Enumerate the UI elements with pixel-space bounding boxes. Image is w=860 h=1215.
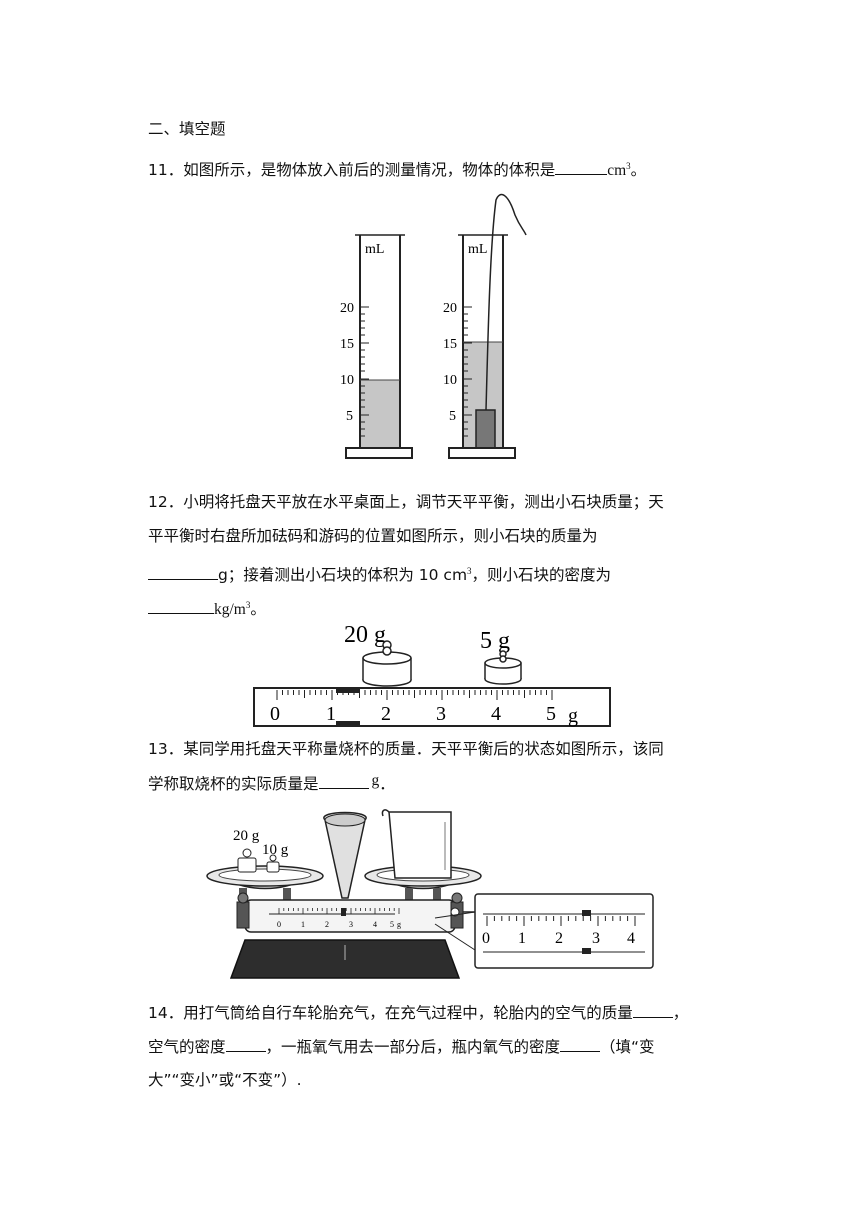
weight-10g-label-13: 10 g <box>262 842 289 858</box>
q12-density-blank[interactable] <box>148 597 214 615</box>
cylinder-before: mL 20 15 10 5 <box>340 234 413 459</box>
q12-line1: 12．小明将托盘天平放在水平桌面上，调节天平平衡，测出小石块质量；天 <box>148 493 664 511</box>
scale-1: 1 <box>326 703 336 725</box>
scale-beam <box>253 687 611 727</box>
tick-5: 5 <box>346 409 353 424</box>
q14-line2-middle: ，一瓶氧气用去一部分后，瓶内氧气的密度 <box>265 1038 561 1056</box>
q11-end: 。 <box>630 161 647 180</box>
weights-left <box>237 848 280 873</box>
weight-5g <box>484 650 522 685</box>
cylinder-after: mL 20 15 10 5 <box>443 193 527 459</box>
scale-unit: g <box>568 705 578 727</box>
cylinder-before-unit: mL <box>365 242 384 257</box>
scale-3: 3 <box>436 703 446 725</box>
scale-5: 5 <box>546 703 556 725</box>
q11-unit: cm <box>607 162 627 180</box>
tick-5-after: 5 <box>449 409 456 424</box>
rider-top <box>336 688 360 693</box>
beaker <box>381 809 452 879</box>
figure-13-balance: 20 g 10 g 0 1 2 3 4 5 g 0 1 2 3 4 <box>206 809 654 979</box>
zoom-scale-3: 3 <box>592 930 600 947</box>
zoom-rider-top <box>582 910 591 916</box>
q11-text: 11．如图所示，是物体放入前后的测量情况，物体的体积是 <box>148 161 556 180</box>
q12-line3: g；接着测出小石块的体积为 10 cm3，则小石块的密度为 <box>148 560 611 586</box>
object-block <box>475 409 496 449</box>
thread <box>485 193 527 411</box>
small-rider <box>341 908 346 916</box>
tick-10: 10 <box>340 373 354 388</box>
water-before <box>360 380 400 448</box>
q12-line4-after: 。 <box>250 600 266 619</box>
zoom-scale-1: 1 <box>518 930 526 947</box>
q14-line2: 空气的密度 ，一瓶氧气用去一部分后，瓶内氧气的密度 （填“变 <box>148 1035 655 1058</box>
q14-mass-blank[interactable] <box>632 1001 673 1018</box>
question-11: 11．如图所示，是物体放入前后的测量情况，物体的体积是 cm3。 <box>148 155 646 182</box>
q13-line2: 学称取烧杯的实际质量是 g． <box>148 772 395 796</box>
figure-11-cylinders: mL 20 15 10 5 mL 20 15 10 5 <box>340 193 527 459</box>
q14-line1: 14．用打气筒给自行车轮胎充气，在充气过程中，轮胎内的空气的质量 ， <box>148 1001 688 1024</box>
weight-5g-label: 5 g <box>480 628 510 654</box>
section-title: 二、填空题 <box>148 120 226 138</box>
tick-15-after: 15 <box>443 337 457 352</box>
q12-line3-text: g；接着测出小石块的体积为 10 cm <box>218 566 468 585</box>
q14-density-blank[interactable] <box>225 1035 266 1052</box>
q12-line4-sup: 3 <box>245 600 251 610</box>
q12-mass-blank[interactable] <box>148 563 218 581</box>
tick-15: 15 <box>340 337 354 352</box>
tick-10-after: 10 <box>443 373 457 388</box>
zoom-scale: 0 1 2 3 4 <box>474 893 654 969</box>
small-scale-4: 4 <box>373 920 377 929</box>
q14-oxygen-density-blank[interactable] <box>560 1035 601 1052</box>
cylinder-after-unit: mL <box>468 242 487 257</box>
zoom-rider-bottom <box>582 948 591 954</box>
zoom-scale-0: 0 <box>482 930 490 947</box>
balance-pointer <box>323 811 367 908</box>
q12-line3-sup: 3 <box>467 566 472 576</box>
small-scale-3: 3 <box>349 920 353 929</box>
scale-4: 4 <box>491 703 501 725</box>
small-scale-0: 0 <box>277 920 281 929</box>
scale-2: 2 <box>381 703 391 725</box>
q13-end: ． <box>379 775 395 793</box>
weight-20g <box>362 640 412 687</box>
small-scale-2: 2 <box>325 920 329 929</box>
q11-answer-blank[interactable] <box>555 158 608 176</box>
scale-0: 0 <box>270 703 280 725</box>
rider-bottom <box>336 721 360 726</box>
small-scale-5: 5 <box>390 920 394 929</box>
q14-line3: 大”“变小”或“不变”）. <box>148 1071 302 1089</box>
tick-20-after: 20 <box>443 301 457 316</box>
q13-line1: 13．某同学用托盘天平称量烧杯的质量．天平平衡后的状态如图所示，该同 <box>148 740 664 758</box>
q14-line1-after: ， <box>672 1004 689 1022</box>
weight-20g-label: 20 g <box>344 622 386 648</box>
q13-unit: g <box>371 772 380 789</box>
q13-line2-text: 学称取烧杯的实际质量是 <box>148 775 319 793</box>
q12-line4: kg/m3。 <box>148 594 266 621</box>
weight-20g-label-13: 20 g <box>233 828 260 844</box>
q13-answer-blank[interactable] <box>318 772 369 789</box>
zoom-scale-4: 4 <box>627 930 635 947</box>
q14-line2-text: 空气的密度 <box>148 1038 226 1056</box>
q14-line2-after: （填“变 <box>600 1038 655 1056</box>
tick-20: 20 <box>340 301 354 316</box>
q14-line1-text: 14．用打气筒给自行车轮胎充气，在充气过程中，轮胎内的空气的质量 <box>148 1004 633 1022</box>
small-scale-unit: g <box>397 920 401 929</box>
q12-line3-after: ，则小石块的密度为 <box>471 566 612 585</box>
q12-line4-unit: kg/m <box>214 601 246 619</box>
small-scale-1: 1 <box>301 920 305 929</box>
figure-12-balance-scale: 20 g 5 g 0 1 2 3 4 5 g <box>253 622 611 727</box>
q11-unit-sup: 3 <box>626 161 631 171</box>
q12-line2: 平平衡时右盘所加砝码和游码的位置如图所示，则小石块的质量为 <box>148 527 598 545</box>
zoom-scale-2: 2 <box>555 930 563 947</box>
